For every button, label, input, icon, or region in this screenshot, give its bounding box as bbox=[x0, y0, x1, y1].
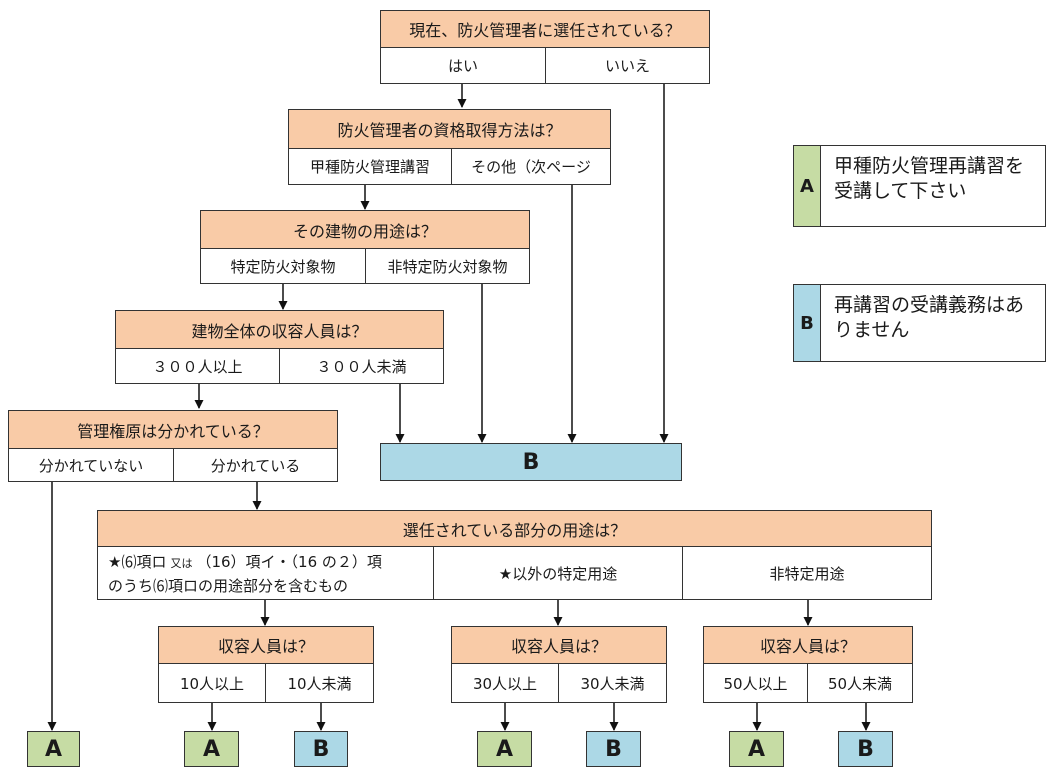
option-30-or-more[interactable]: 30人以上 bbox=[451, 663, 559, 703]
question-capacity-50: 収容人員は？ bbox=[703, 626, 913, 664]
result-a-50-or-more: A bbox=[729, 731, 784, 767]
option-under-30[interactable]: 30人未満 bbox=[558, 663, 667, 703]
result-b-under-10: B bbox=[294, 731, 348, 767]
result-a-10-or-more: A bbox=[184, 731, 239, 767]
legend-b-letter: B bbox=[794, 285, 821, 361]
legend-b: B 再講習の受講義務はありません bbox=[793, 284, 1046, 362]
option-300-or-more[interactable]: ３００人以上 bbox=[115, 348, 280, 384]
legend-b-text: 再講習の受講義務はありません bbox=[834, 294, 1025, 341]
result-b-under-50: B bbox=[838, 731, 893, 767]
option-under-50[interactable]: 50人未満 bbox=[807, 663, 913, 703]
question-qualification-method: 防火管理者の資格取得方法は？ bbox=[288, 109, 611, 149]
option-non-specific-fire-prevention-object[interactable]: 非特定防火対象物 bbox=[365, 248, 530, 284]
option-star-item-6ro[interactable]: ★⑹項ロ又は（16）項イ・（16 の２）項 のうち⑹項ロの用途部分を含むもの bbox=[97, 546, 434, 600]
option-50-or-more[interactable]: 50人以上 bbox=[703, 663, 808, 703]
option-yes[interactable]: はい bbox=[380, 47, 546, 84]
question-appointed-part-use: 選任されている部分の用途は？ bbox=[97, 510, 932, 547]
question-management-rights-divided: 管理権原は分かれている？ bbox=[8, 410, 338, 449]
question-capacity-10: 収容人員は？ bbox=[158, 626, 374, 664]
option-star-item-6ro-line1: ★⑹項ロ又は（16）項イ・（16 の２）項 bbox=[108, 553, 382, 571]
result-a-30-or-more: A bbox=[477, 731, 532, 767]
option-other[interactable]: その他（次ページ bbox=[451, 148, 611, 185]
option-other-specific-use[interactable]: ★以外の特定用途 bbox=[433, 546, 683, 600]
legend-a-letter: A bbox=[794, 146, 821, 226]
option-divided[interactable]: 分かれている bbox=[173, 448, 338, 482]
option-star-item-6ro-line2: のうち⑹項ロの用途部分を含むもの bbox=[108, 577, 349, 595]
option-under-10[interactable]: 10人未満 bbox=[265, 663, 374, 703]
option-non-specific-use[interactable]: 非特定用途 bbox=[682, 546, 932, 600]
option-not-divided[interactable]: 分かれていない bbox=[8, 448, 174, 482]
legend-a-text: 甲種防火管理再講習を受講して下さい bbox=[834, 155, 1025, 202]
question-building-capacity: 建物全体の収容人員は？ bbox=[115, 310, 444, 349]
option-under-300[interactable]: ３００人未満 bbox=[279, 348, 444, 384]
question-building-use: その建物の用途は？ bbox=[200, 210, 530, 249]
option-10-or-more[interactable]: 10人以上 bbox=[158, 663, 266, 703]
option-no[interactable]: いいえ bbox=[545, 47, 710, 84]
legend-a: A 甲種防火管理再講習を受講して下さい bbox=[793, 145, 1046, 227]
result-b-main: B bbox=[380, 443, 682, 481]
result-b-under-30: B bbox=[586, 731, 641, 767]
question-capacity-30: 収容人員は？ bbox=[451, 626, 667, 664]
option-specific-fire-prevention-object[interactable]: 特定防火対象物 bbox=[200, 248, 366, 284]
option-class-a-course[interactable]: 甲種防火管理講習 bbox=[288, 148, 452, 185]
question-current-appointment: 現在、防火管理者に選任されている？ bbox=[380, 10, 710, 48]
result-a-not-divided: A bbox=[27, 731, 80, 767]
